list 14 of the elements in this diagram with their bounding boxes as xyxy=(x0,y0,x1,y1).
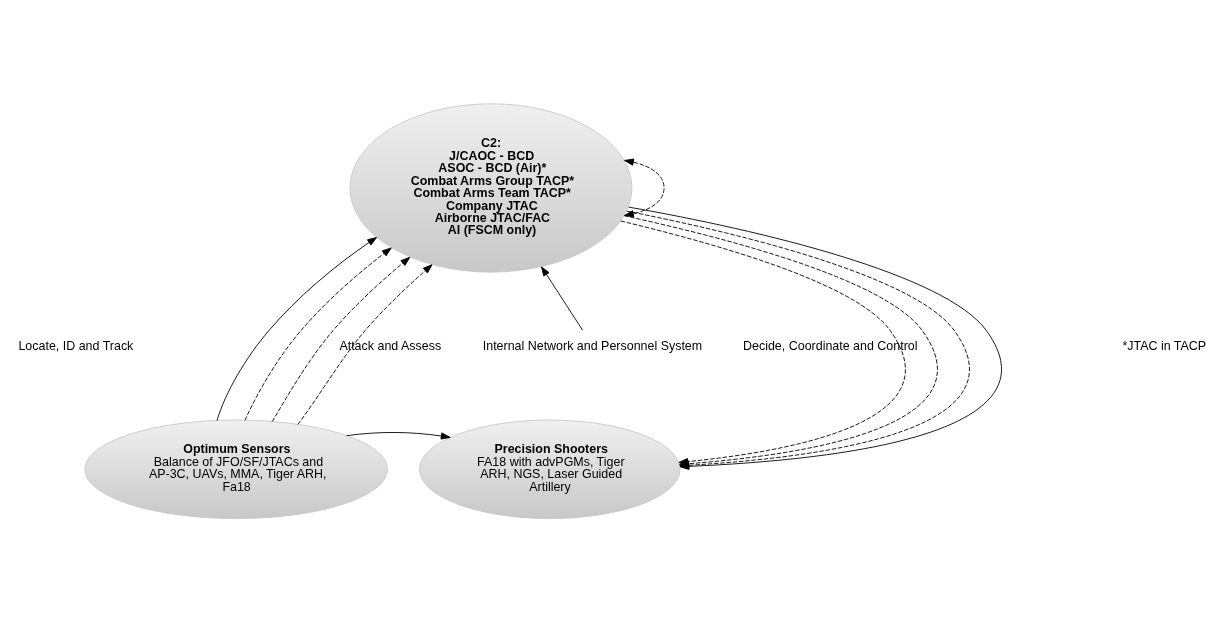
label: Decide, Coordinate and Control xyxy=(743,338,918,353)
arrow xyxy=(216,236,378,421)
label: *JTAC in TACP xyxy=(1122,338,1207,353)
arrow xyxy=(346,431,451,439)
node-ellipse: Precision Shooters FA18 with advPGMs, Tiger ARH, NGS, Laser Guided Artillery xyxy=(419,419,681,519)
arrow xyxy=(297,263,433,425)
label: Attack and Assess xyxy=(339,338,442,353)
arrow xyxy=(271,256,411,422)
arrow xyxy=(244,247,392,421)
arrow xyxy=(624,158,665,217)
arrow xyxy=(541,265,583,330)
node-text: Internal Network and Personnel System xyxy=(482,338,703,353)
label: Locate, ID and Track xyxy=(18,338,134,353)
node-ellipse: Optimum Sensors Balance of JFO/SF/JTACs and AP-3C, UAVs, MMA, Tiger ARH, Fa18 xyxy=(84,419,388,519)
